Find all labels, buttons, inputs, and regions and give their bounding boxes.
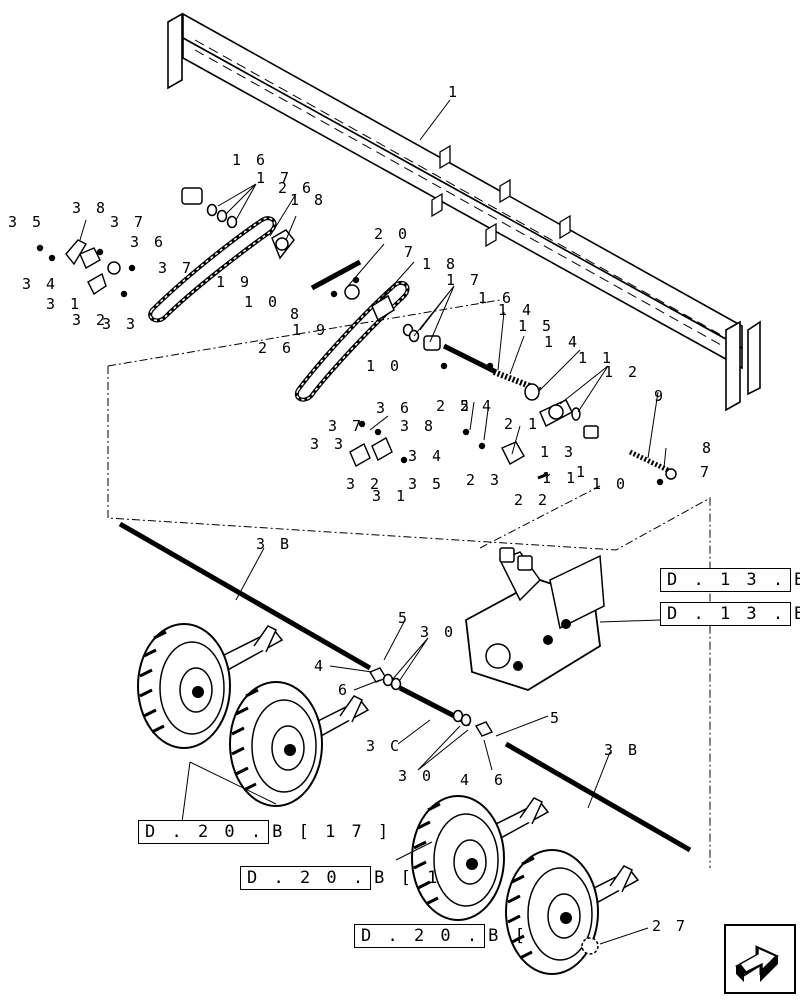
main-frame-tube bbox=[167, 12, 761, 412]
callout-38: 3 8 bbox=[400, 417, 437, 435]
callout-14: 1 4 bbox=[544, 333, 581, 351]
callout-2: 2 bbox=[460, 397, 473, 415]
leader-lines bbox=[79, 99, 667, 945]
callout-19: 1 9 bbox=[292, 321, 329, 339]
ref-link-d20-1[interactable]: D . 2 0 .B [ 1 7 ] bbox=[138, 820, 391, 844]
callout-16: 1 6 bbox=[232, 151, 269, 169]
ref-suffix: B [ 1 bbox=[374, 868, 441, 888]
ref-suffix: B [ bbox=[488, 926, 528, 946]
ref-suffix: B [ bbox=[791, 570, 800, 590]
callout-23: 2 3 bbox=[466, 471, 503, 489]
callout-21: 2 1 bbox=[504, 415, 541, 433]
callout-7: 7 bbox=[404, 243, 417, 261]
gauge-wheel-2 bbox=[228, 680, 369, 808]
callout-11: 1 1 bbox=[578, 349, 615, 367]
ref-suffix: B [ 1 7 ] bbox=[272, 822, 392, 842]
callout-35: 3 5 bbox=[408, 475, 445, 493]
ref-link-d13-2[interactable]: D . 1 3 .B [ bbox=[660, 602, 800, 626]
ref-code: D . 2 0 . bbox=[138, 820, 270, 844]
callout-1: 1 bbox=[576, 463, 589, 481]
callout-33: 3 3 bbox=[102, 315, 139, 333]
shaft-3B-left bbox=[118, 521, 372, 671]
ref-code: D . 2 0 . bbox=[240, 866, 372, 890]
callout-13: 1 3 bbox=[540, 443, 577, 461]
callout-30: 3 0 bbox=[398, 767, 435, 785]
callout-19: 1 9 bbox=[216, 273, 253, 291]
callout-16: 1 6 bbox=[478, 289, 515, 307]
callout-1: 1 bbox=[448, 83, 461, 101]
callout-8: 8 bbox=[702, 439, 715, 457]
callout-5: 5 bbox=[398, 609, 411, 627]
callout-15: 1 5 bbox=[518, 317, 555, 335]
callout-10: 1 0 bbox=[592, 475, 629, 493]
callout-36: 3 6 bbox=[130, 233, 167, 251]
gauge-wheel-4 bbox=[504, 848, 639, 976]
callout-17: 1 7 bbox=[256, 169, 293, 187]
callout-5: 5 bbox=[550, 709, 563, 727]
ref-link-d20-3[interactable]: D . 2 0 .B [ bbox=[354, 924, 528, 948]
upper-drive-parts bbox=[36, 187, 678, 486]
callout-37: 3 7 bbox=[158, 259, 195, 277]
callout-3C: 3 C bbox=[366, 737, 403, 755]
callout-10: 1 0 bbox=[244, 293, 281, 311]
ref-code: D . 1 3 . bbox=[660, 602, 792, 626]
callout-27: 2 7 bbox=[652, 917, 689, 935]
callout-18: 1 8 bbox=[422, 255, 459, 273]
ref-link-d13-1[interactable]: D . 1 3 .B [ bbox=[660, 568, 800, 592]
callout-32: 3 2 bbox=[346, 475, 383, 493]
shaft-3B-right bbox=[504, 741, 692, 853]
callout-6: 6 bbox=[494, 771, 507, 789]
next-page-arrow-icon bbox=[735, 945, 779, 982]
callout-31: 3 1 bbox=[46, 295, 83, 313]
callout-4: 4 bbox=[314, 657, 327, 675]
callout-12: 1 2 bbox=[604, 363, 641, 381]
callout-37: 3 7 bbox=[328, 417, 365, 435]
callout-11: 1 1 bbox=[542, 469, 579, 487]
ref-code: D . 1 3 . bbox=[660, 568, 792, 592]
callout-38: 3 8 bbox=[72, 199, 109, 217]
gearbox-housing bbox=[465, 547, 605, 691]
next-page-button[interactable] bbox=[724, 924, 796, 994]
callout-17: 1 7 bbox=[446, 271, 483, 289]
callout-31: 3 1 bbox=[372, 487, 409, 505]
callout-14: 1 4 bbox=[498, 301, 535, 319]
callout-8: 8 bbox=[290, 305, 303, 323]
ref-code: D . 2 0 . bbox=[354, 924, 486, 948]
callout-22: 2 2 bbox=[514, 491, 551, 509]
callout-37: 3 7 bbox=[110, 213, 147, 231]
callout-3B: 3 B bbox=[604, 741, 641, 759]
callout-25: 2 5 bbox=[436, 397, 473, 415]
callout-18: 1 8 bbox=[290, 191, 327, 209]
callout-10: 1 0 bbox=[366, 357, 403, 375]
callout-33: 3 3 bbox=[310, 435, 347, 453]
callout-34: 3 4 bbox=[408, 447, 445, 465]
callout-20: 2 0 bbox=[374, 225, 411, 243]
callout-7: 7 bbox=[700, 463, 713, 481]
callout-4: 4 bbox=[482, 397, 495, 415]
callout-34: 3 4 bbox=[22, 275, 59, 293]
ref-suffix: B [ bbox=[791, 604, 800, 624]
callout-3B: 3 B bbox=[256, 535, 293, 553]
ref-link-d20-2[interactable]: D . 2 0 .B [ 1 bbox=[240, 866, 440, 890]
callout-9: 9 bbox=[654, 387, 667, 405]
callout-6: 6 bbox=[338, 681, 351, 699]
callout-32: 3 2 bbox=[72, 311, 109, 329]
callout-4: 4 bbox=[460, 771, 473, 789]
callout-26: 2 6 bbox=[278, 179, 315, 197]
callout-30: 3 0 bbox=[420, 623, 457, 641]
callout-35: 3 5 bbox=[8, 213, 45, 231]
sprocket-27 bbox=[581, 937, 599, 955]
callout-36: 3 6 bbox=[376, 399, 413, 417]
callout-26: 2 6 bbox=[258, 339, 295, 357]
